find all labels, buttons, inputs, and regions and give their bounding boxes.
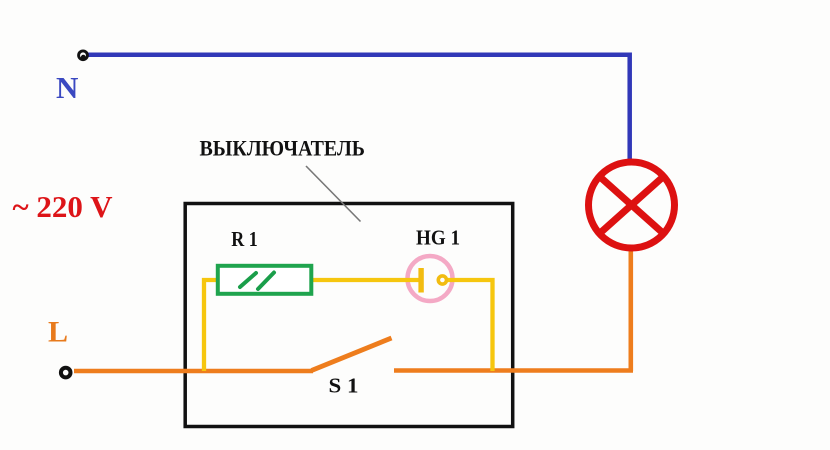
svg-text:S 1: S 1	[329, 374, 359, 398]
svg-text:R 1: R 1	[231, 227, 257, 251]
svg-text:~ 220 V: ~ 220 V	[13, 189, 114, 224]
svg-text:HG 1: HG 1	[416, 226, 460, 250]
svg-text:N: N	[56, 70, 78, 105]
svg-text:L: L	[48, 316, 68, 349]
svg-text:ВЫКЛЮЧАТЕЛЬ: ВЫКЛЮЧАТЕЛЬ	[200, 135, 366, 160]
